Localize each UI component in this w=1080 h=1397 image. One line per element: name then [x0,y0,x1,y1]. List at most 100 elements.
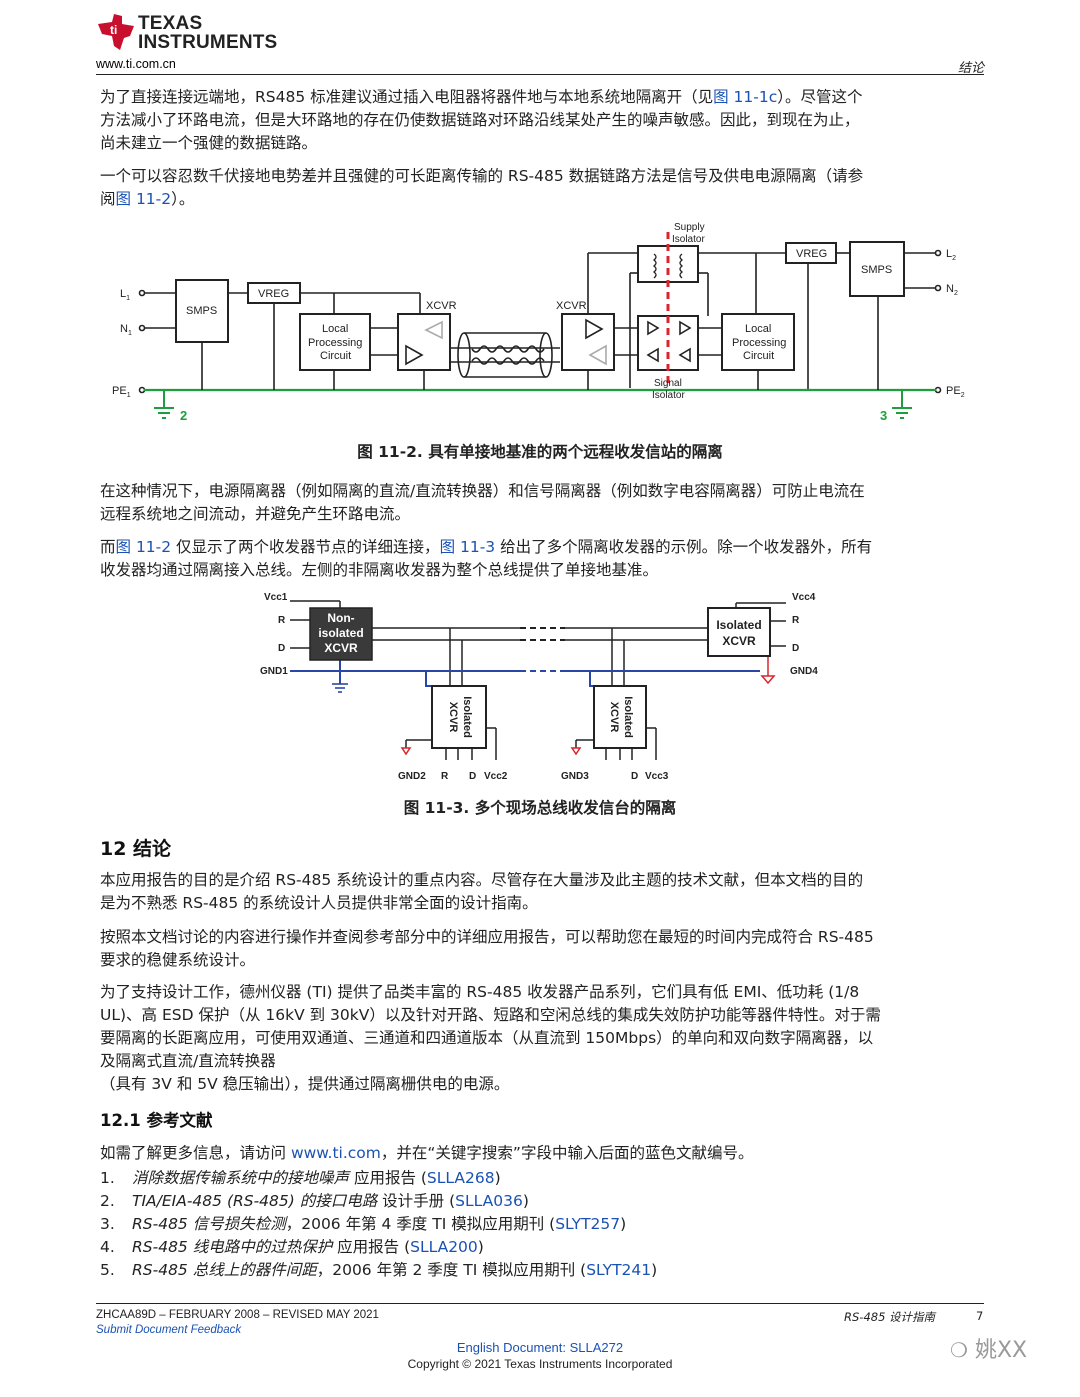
label-xcvr-right: XCVR [556,300,587,312]
ti-logo-text: Texas Instruments [138,14,277,52]
non-isolated-xcvr [309,607,373,661]
s12-p1-line-1: 本应用报告的目的是介绍 RS-485 系统设计的重点内容。尽管存在大量涉及此主题… [100,871,864,889]
p2-text-b: ）。 [171,190,195,208]
list-item: 3.RS-485 信号损失检测，2006 年第 4 季度 TI 模拟应用期刊 (… [100,1215,627,1233]
label-supply-2: Isolator [672,234,705,245]
figure-11-3-diagram: Vcc1 R D GND1 Vcc4 R D GND4 GND2 R D Vcc… [260,592,818,782]
label-r-2: R [441,771,449,782]
ref-code-link[interactable]: SLLA268 [426,1169,495,1187]
receiver-icon-right [588,344,607,366]
section-12-1-title: 12.1 参考文献 [100,1111,213,1130]
svg-text:ti: ti [110,23,117,37]
label-vcc3: Vcc3 [645,771,669,782]
label-d-right: D [792,643,799,654]
label-d-left: D [278,643,285,654]
receiver-icon [424,320,443,340]
isolated-2-label-2: XCVR [447,702,459,733]
p3-line-2: 远程系统地之间流动，并避免产生环路电流。 [100,505,411,523]
references-intro: 如需了解更多信息，请访问 www.ti.com，并在“关键字搜索”字段中输入后面… [100,1142,753,1165]
ref-code-link[interactable]: SLYT257 [555,1215,621,1233]
paragraph-3: 在这种情况下，电源隔离器（例如隔离的直流/直流转换器）和信号隔离器（例如数字电容… [100,480,980,526]
list-item: 1.消除数据传输系统中的接地噪声 应用报告 (SLLA268) [100,1169,501,1187]
watermark: ❍ 姚XX [950,1332,1027,1364]
label-vcc2: Vcc2 [484,771,508,782]
label-xcvr-left: XCVR [426,300,457,312]
label-signal-1: Signal [654,378,682,389]
transformer-icon [652,253,684,279]
isolated-xcvr-3 [593,685,647,749]
label-pe2: PE2 [946,385,965,399]
label-ground-3: 3 [880,408,887,423]
driver-icon-right [585,318,604,340]
p1-line-2: 方法减小了环路电流，但是大环路地的存在仍使数据链路对环路沿线某处产生的噪声敏感。… [100,111,860,129]
label-local-left-3: Circuit [320,350,351,362]
isolated-right-label-2: XCVR [722,634,756,648]
isolated-xcvr-2 [431,685,487,749]
copyright: Copyright © 2021 Texas Instruments Incor… [407,1357,673,1371]
p4-line-2: 收发器均通过隔离接入总线。左侧的非隔离收发器为整个总线提供了单接地基准。 [100,561,659,579]
fig-11-1c-link[interactable]: 图 11-1c [713,88,778,106]
s12-p1-line-2: 是为不熟悉 RS-485 的系统设计人员提供非常全面的设计指南。 [100,894,538,912]
figure-11-2-diagram: L1 N1 PE1 L2 N2 PE2 SMPS SMPS VREG VREG … [112,222,965,423]
guide-title: RS-485 设计指南 [844,1310,936,1324]
s12-p3-line-1: 为了支持设计工作，德州仪器 (TI) 提供了品类丰富的 RS-485 收发器产品… [100,983,860,1001]
label-l1: L1 [120,288,130,302]
p4-text-c: 给出了多个隔离收发器的示例。除一个收发器外，所有 [495,538,873,556]
ref-title: 消除数据传输系统中的接地噪声 [132,1169,350,1187]
p4-text-a: 而 [100,538,116,556]
reference-list: 1.消除数据传输系统中的接地噪声 应用报告 (SLLA268) 2.TIA/EI… [100,1167,657,1282]
label-local-left-1: Local [322,323,348,335]
list-item: 4.RS-485 线电路中的过热保护 应用报告 (SLLA200) [100,1238,484,1256]
s12-p3-line-3: 要隔离的长距离应用，可使用双通道、三通道和四通道版本（从直流到 150Mbps）… [100,1029,874,1047]
nonisolated-label-2: isolated [318,626,363,640]
p1-line-3: 尚未建立一个强健的数据链路。 [100,134,318,152]
section-12-paragraph-1: 本应用报告的目的是介绍 RS-485 系统设计的重点内容。尽管存在大量涉及此主题… [100,869,980,915]
ref-title: RS-485 总线上的器件间距 [132,1261,317,1279]
p1-text-a: 为了直接连接远端地，RS485 标准建议通过插入电阻器将器件地与本地系统地隔离开… [100,88,714,106]
paragraph-4: 而图 11-2 仅显示了两个收发器节点的详细连接，图 11-3 给出了多个隔离收… [100,536,980,582]
s12-p3-line-4: 及隔离式直流/直流转换器 [100,1052,276,1070]
local-processing-left [299,313,371,371]
ground-icon-left [154,407,174,419]
ref-code-link[interactable]: SLLA036 [455,1192,523,1210]
p1-text-b: ）。尽管这个 [777,88,863,106]
isolated-3-label-2: XCVR [608,702,620,733]
ref-title: RS-485 线电路中的过热保护 [132,1238,333,1256]
fig-11-3-link[interactable]: 图 11-3 [439,538,496,556]
s12-p2-line-2: 要求的稳健系统设计。 [100,951,256,969]
logo-line-1: Texas [138,13,203,34]
doc-number: ZHCAA89D – FEBRUARY 2008 – REVISED MAY 2… [96,1309,379,1321]
paragraph-1: 为了直接连接远端地，RS485 标准建议通过插入电阻器将器件地与本地系统地隔离开… [100,86,980,155]
isolated-2-label-1: Isolated [461,696,473,738]
label-signal-2: Isolator [652,390,685,401]
website-link[interactable]: www.ti.com.cn [96,57,176,71]
logo-line-2: Instruments [138,32,278,53]
label-d-3: D [631,771,638,782]
submit-feedback-link[interactable]: Submit Document Feedback [96,1324,242,1336]
p2-line-1: 一个可以容忍数千伏接地电势差并且强健的可长距离传输的 RS-485 数据链路方法… [100,167,864,185]
p3-line-1: 在这种情况下，电源隔离器（例如隔离的直流/直流转换器）和信号隔离器（例如数字电容… [100,482,865,500]
ref-code-link[interactable]: SLLA200 [410,1238,478,1256]
label-local-left-2: Processing [308,337,362,349]
list-item: 5.RS-485 总线上的器件间距，2006 年第 2 季度 TI 模拟应用期刊… [100,1261,658,1279]
fig-11-2-link[interactable]: 图 11-2 [115,190,172,208]
label-smps-left: SMPS [186,305,217,317]
ref-title: TIA/EIA-485 (RS-485) 的接口电路 [132,1192,378,1210]
label-vreg-left: VREG [258,288,289,300]
ref-title: RS-485 信号损失检测 [132,1215,286,1233]
wechat-icon: ❍ [950,1338,968,1362]
supply-isolator [637,245,699,283]
ti-com-link[interactable]: www.ti.com [290,1144,381,1162]
ref-code-link[interactable]: SLYT241 [586,1261,652,1279]
figure-11-2-caption: 图 11-2. 具有单接地基准的两个远程收发信站的隔离 [357,443,723,461]
footer-divider [96,1303,984,1304]
figure-11-3-caption: 图 11-3. 多个现场总线收发信台的隔离 [403,799,677,817]
english-document-link[interactable]: English Document: SLLA272 [456,1340,624,1355]
ground-icon-right [892,407,912,419]
label-d-2: D [469,771,476,782]
fig-11-2-link-2[interactable]: 图 11-2 [115,538,172,556]
driver-icon [405,344,424,366]
label-n2: N2 [946,283,958,297]
isolated-3-label-1: Isolated [622,696,634,738]
label-vreg-right: VREG [796,248,827,260]
